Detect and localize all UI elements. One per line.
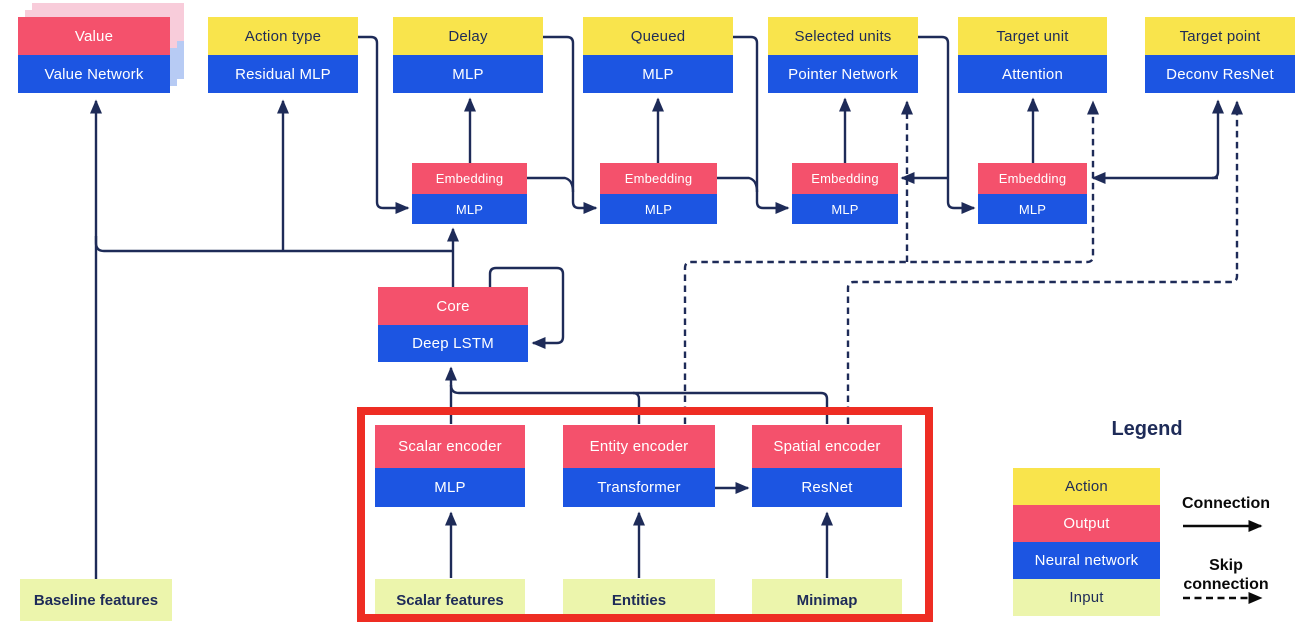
head-queued-network: MLP [583, 55, 733, 93]
encoder-scalar: Scalar encoder MLP [375, 425, 525, 507]
wire-emb2-merge [717, 176, 759, 193]
head-selected-units: Selected units Pointer Network [768, 17, 918, 93]
head-delay: Delay MLP [393, 17, 543, 93]
head-queued: Queued MLP [583, 17, 733, 93]
head-action-type: Action type Residual MLP [208, 17, 358, 93]
head-selected-units-network: Pointer Network [768, 55, 918, 93]
wire-queued-to-mlp3 [733, 35, 790, 214]
embedding-3-network: MLP [792, 194, 898, 224]
embedding-2-network: MLP [600, 194, 717, 224]
legend-item-output: Output [1013, 505, 1160, 542]
core-network: Deep LSTM [378, 325, 528, 362]
encoder-entity: Entity encoder Transformer [563, 425, 715, 507]
core-output: Core [378, 287, 528, 325]
legend-skip-label: Skip connection [1183, 557, 1269, 593]
wire-lstm-loop [488, 266, 565, 349]
head-target-point: Target point Deconv ResNet [1145, 17, 1295, 93]
head-action-type-action: Action type [208, 17, 358, 55]
wire-emb1-merge [527, 176, 575, 193]
core: Core Deep LSTM [378, 287, 528, 362]
encoder-spatial-output: Spatial encoder [752, 425, 902, 468]
embedding-1: Embedding MLP [412, 163, 527, 224]
head-target-point-action: Target point [1145, 17, 1295, 55]
legend-swatches: Action Output Neural network Input [1013, 468, 1160, 616]
wire-entity-collector [632, 391, 641, 424]
wire-delay-to-mlp2 [543, 35, 598, 214]
head-target-unit: Target unit Attention [958, 17, 1107, 93]
encoder-scalar-output: Scalar encoder [375, 425, 525, 468]
legend-item-neural-network: Neural network [1013, 542, 1160, 579]
wire-actiontype-to-mlp1 [358, 35, 410, 214]
legend-connection-label: Connection [1182, 495, 1270, 512]
head-queued-action: Queued [583, 17, 733, 55]
embedding-4-network: MLP [978, 194, 1087, 224]
embedding-1-output: Embedding [412, 163, 527, 194]
embedding-1-network: MLP [412, 194, 527, 224]
legend: Legend Action Output Neural network Inpu… [1013, 418, 1281, 618]
embedding-3-output: Embedding [792, 163, 898, 194]
head-value: Value Value Network [18, 17, 170, 93]
head-target-unit-action: Target unit [958, 17, 1107, 55]
embedding-4-output: Embedding [978, 163, 1087, 194]
encoder-spatial: Spatial encoder ResNet [752, 425, 902, 507]
wire-selunits-to-mlp4 [918, 35, 976, 214]
embedding-2: Embedding MLP [600, 163, 717, 224]
legend-item-input: Input [1013, 579, 1160, 616]
head-delay-action: Delay [393, 17, 543, 55]
wire-to-deconv [1211, 99, 1224, 180]
head-selected-units-action: Selected units [768, 17, 918, 55]
encoder-highlight-rectangle [357, 407, 933, 622]
head-value-output: Value [18, 17, 170, 55]
embedding-2-output: Embedding [600, 163, 717, 194]
embedding-3: Embedding MLP [792, 163, 898, 224]
head-target-unit-network: Attention [958, 55, 1107, 93]
encoder-scalar-network: MLP [375, 468, 525, 507]
head-action-type-network: Residual MLP [208, 55, 358, 93]
encoder-entity-network: Transformer [563, 468, 715, 507]
encoder-spatial-network: ResNet [752, 468, 902, 507]
head-target-point-network: Deconv ResNet [1145, 55, 1295, 93]
wire-skip-spatial-to-deconv [846, 100, 1243, 424]
wire-core-left-bus [94, 236, 453, 253]
embedding-4: Embedding MLP [978, 163, 1087, 224]
encoder-entity-output: Entity encoder [563, 425, 715, 468]
legend-title: Legend [1111, 418, 1183, 440]
wire-skip-entity-to-attention [683, 100, 1099, 424]
wire-spatial-collector [449, 384, 829, 424]
legend-item-action: Action [1013, 468, 1160, 505]
head-delay-network: MLP [393, 55, 543, 93]
head-value-network: Value Network [18, 55, 170, 93]
input-baseline-features: Baseline features [20, 579, 172, 621]
